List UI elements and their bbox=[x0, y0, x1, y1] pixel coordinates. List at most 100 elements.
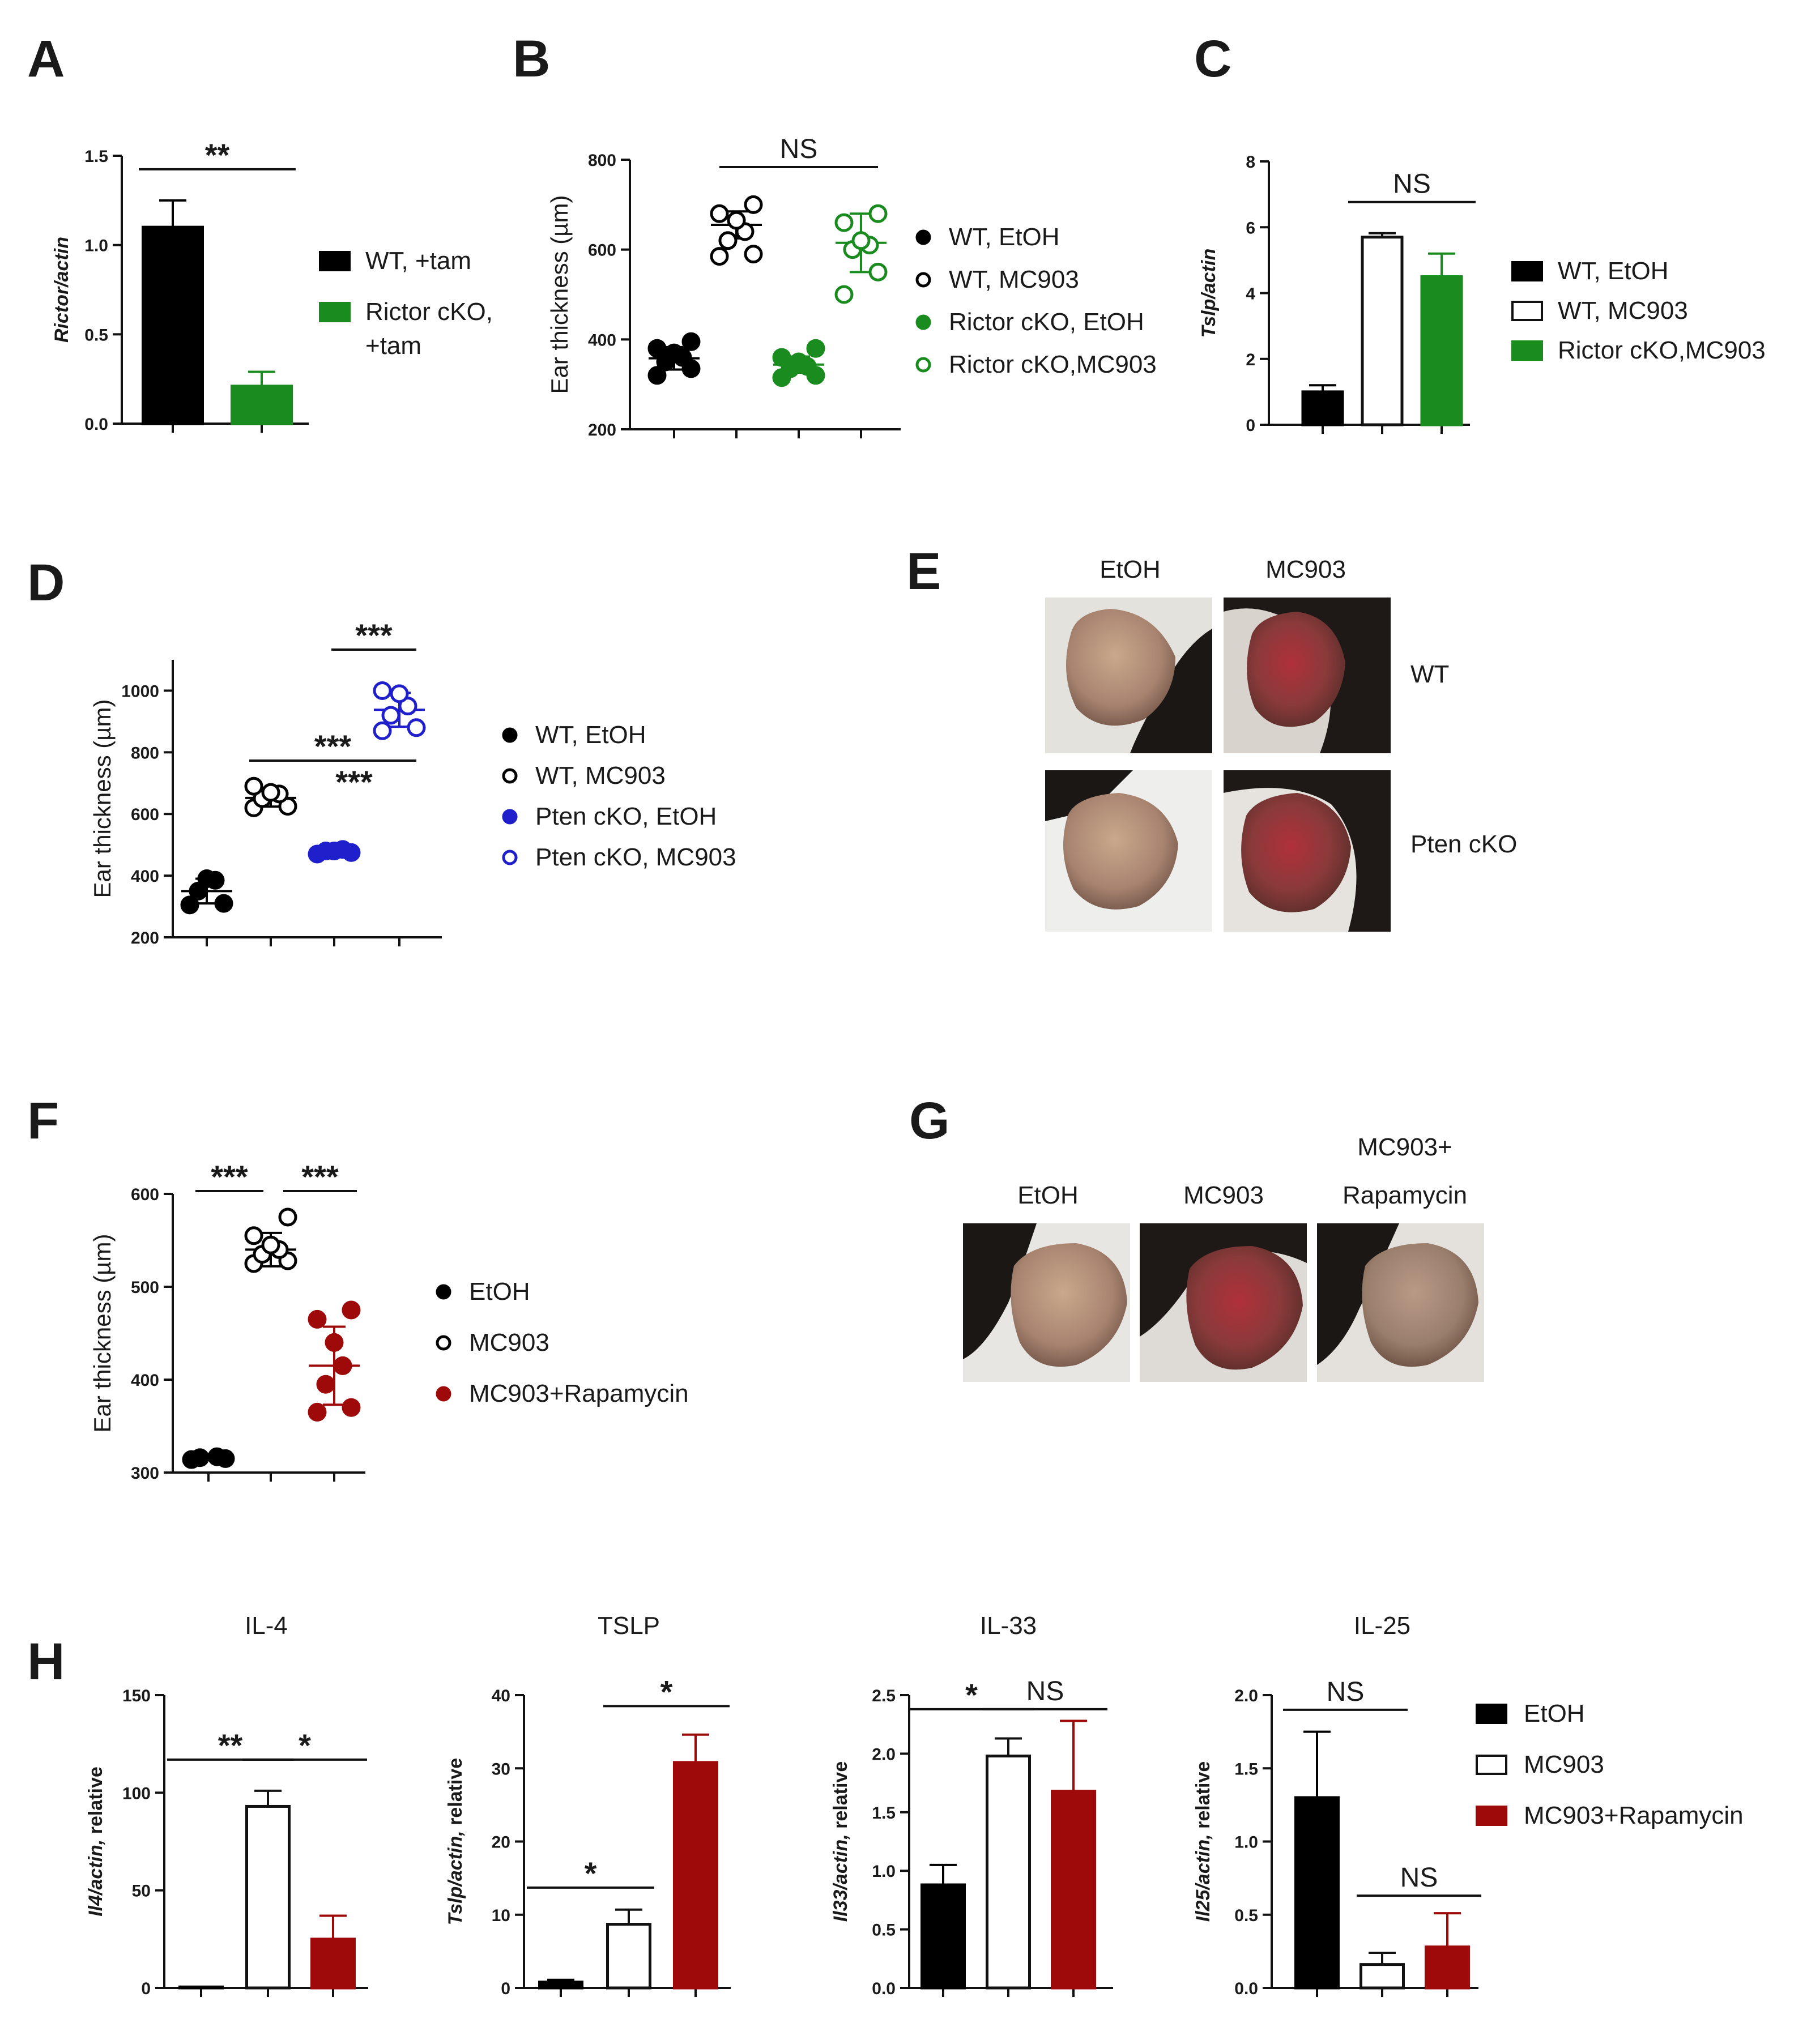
photo-e-col-mc903: MC903 bbox=[1265, 556, 1346, 583]
data-point bbox=[261, 783, 280, 802]
photo-wt-etoh bbox=[1045, 598, 1212, 753]
significance-label: * bbox=[965, 1677, 978, 1713]
y-tick-label: 200 bbox=[588, 421, 616, 439]
y-tick-label: 0.5 bbox=[84, 326, 108, 344]
legend-marker bbox=[436, 1386, 451, 1402]
legend-marker bbox=[502, 850, 518, 865]
y-tick-label: 150 bbox=[122, 1687, 151, 1705]
y-axis-label-gene: Tslp/actin, bbox=[445, 1830, 466, 1925]
y-tick-label: 600 bbox=[131, 805, 159, 824]
legend-swatch bbox=[319, 251, 351, 271]
y-axis-label-rest: relative bbox=[85, 1766, 106, 1840]
data-point bbox=[214, 894, 233, 913]
data-point bbox=[834, 285, 854, 304]
legend-marker bbox=[436, 1335, 451, 1351]
y-tick-label: 2.0 bbox=[1234, 1687, 1258, 1705]
legend-marker bbox=[915, 229, 931, 245]
legend-marker bbox=[436, 1284, 451, 1300]
legend-marker bbox=[915, 357, 931, 373]
y-tick-label: 400 bbox=[588, 331, 616, 349]
y-tick-label: 200 bbox=[131, 929, 159, 948]
data-point bbox=[710, 204, 729, 223]
legend-label: WT, MC903 bbox=[949, 266, 1079, 293]
y-axis-label: Il33/actin, relative bbox=[830, 1761, 851, 1922]
data-point bbox=[244, 776, 263, 796]
significance-label: NS bbox=[1327, 1677, 1365, 1707]
photo-g-rapamycin bbox=[1317, 1223, 1484, 1382]
legend-label: Pten cKO, EtOH bbox=[535, 803, 717, 830]
data-point bbox=[718, 231, 738, 250]
bar-etoh bbox=[920, 1883, 966, 1990]
legend-label: Rictor cKO,MC903 bbox=[949, 351, 1157, 378]
legend-label: EtOH bbox=[1524, 1700, 1585, 1727]
significance-label: ** bbox=[205, 137, 230, 173]
y-axis-label-gene: Il4/actin, bbox=[85, 1840, 106, 1917]
data-point bbox=[381, 706, 400, 725]
y-tick-label: 6 bbox=[1246, 219, 1255, 237]
y-tick-label: 20 bbox=[492, 1833, 510, 1852]
y-tick-label: 0.5 bbox=[1234, 1906, 1258, 1925]
legend-marker bbox=[502, 727, 518, 743]
legend-label: WT, MC903 bbox=[1558, 297, 1688, 325]
significance-label: NS bbox=[1393, 169, 1431, 199]
significance-label: *** bbox=[301, 1159, 339, 1194]
y-tick-label: 2 bbox=[1246, 351, 1255, 369]
chart-title: IL-4 bbox=[245, 1612, 288, 1640]
bar-mc903 bbox=[606, 1923, 651, 1990]
bar-etoh bbox=[178, 1985, 224, 1990]
photo-g-col-rapa-1: MC903+ bbox=[1357, 1133, 1452, 1161]
panel-letter-e: E bbox=[906, 543, 941, 600]
legend-label: MC903+Rapamycin bbox=[469, 1380, 689, 1407]
bar-mc903 bbox=[1359, 1963, 1405, 1990]
y-tick-label: 600 bbox=[588, 241, 616, 260]
y-axis-label-gene: Il33/actin, bbox=[830, 1834, 851, 1922]
data-point bbox=[710, 247, 729, 266]
photo-pten-etoh bbox=[1045, 770, 1212, 932]
data-point bbox=[308, 1402, 327, 1422]
data-point bbox=[316, 1375, 335, 1394]
legend-label: WT, +tam bbox=[365, 247, 471, 275]
significance-label: * bbox=[299, 1727, 311, 1763]
photo-wt-mc903 bbox=[1224, 598, 1391, 753]
chart-title: IL-25 bbox=[1354, 1612, 1410, 1640]
y-tick-label: 4 bbox=[1246, 285, 1255, 304]
legend-swatch bbox=[1511, 340, 1543, 361]
legend-swatch bbox=[1476, 1755, 1507, 1775]
y-tick-label: 40 bbox=[492, 1687, 510, 1705]
legend-label: MC903 bbox=[469, 1329, 549, 1356]
data-point bbox=[851, 231, 871, 250]
y-tick-label: 800 bbox=[131, 744, 159, 762]
legend-marker bbox=[502, 768, 518, 784]
panel-letter-g: G bbox=[909, 1092, 950, 1150]
photo-g-col-mc903: MC903 bbox=[1183, 1181, 1264, 1209]
significance-label: NS bbox=[1026, 1676, 1064, 1706]
bar-mc903 bbox=[986, 1755, 1031, 1990]
photo-g-etoh bbox=[963, 1223, 1130, 1382]
data-point bbox=[197, 869, 216, 889]
data-point bbox=[278, 797, 297, 816]
bar-mc903-rapamycin bbox=[1425, 1945, 1470, 1990]
data-point bbox=[772, 348, 791, 367]
y-tick-label: 10 bbox=[492, 1906, 510, 1925]
y-tick-label: 2.5 bbox=[872, 1687, 896, 1705]
y-tick-label: 1000 bbox=[121, 682, 159, 701]
legend-label: EtOH bbox=[469, 1278, 530, 1305]
data-point bbox=[390, 684, 409, 703]
significance-label: NS bbox=[1400, 1863, 1438, 1893]
y-tick-label: 300 bbox=[131, 1464, 159, 1483]
y-tick-label: 2.0 bbox=[872, 1745, 896, 1764]
data-point bbox=[407, 718, 426, 737]
legend-label: WT, EtOH bbox=[535, 721, 646, 749]
data-point bbox=[207, 1447, 227, 1466]
data-point bbox=[180, 895, 199, 915]
panel-letter-d: D bbox=[27, 554, 65, 612]
photo-g-mc903 bbox=[1140, 1223, 1307, 1382]
photo-e-col-etoh: EtOH bbox=[1099, 556, 1161, 583]
y-axis-label: Rictor/actin bbox=[51, 237, 73, 343]
bar-wt-mc903 bbox=[1361, 236, 1404, 426]
data-point bbox=[244, 1226, 263, 1245]
